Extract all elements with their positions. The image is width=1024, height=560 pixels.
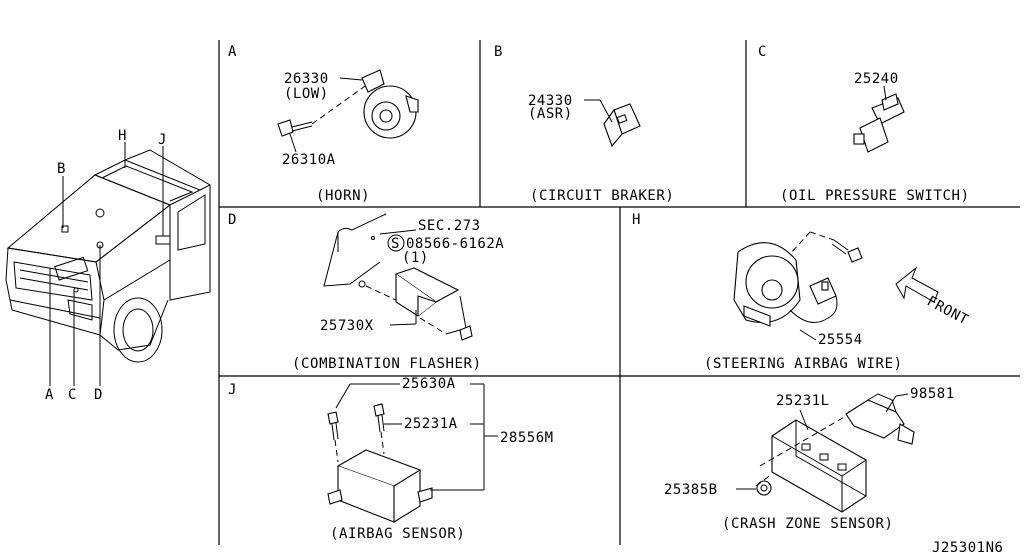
- caption-horn: (HORN): [316, 188, 370, 204]
- part-24330: 24330: [528, 93, 573, 109]
- panel-letter: B: [494, 44, 502, 60]
- part-25385b: 25385B: [664, 482, 718, 498]
- leader-25240: [883, 85, 887, 101]
- panel-letter: J: [228, 382, 236, 398]
- leader-98581-drop: [885, 395, 897, 413]
- panel-letter: H: [632, 212, 640, 228]
- vehicle-callout-leaders: [49, 142, 164, 386]
- leader-26310a: [289, 133, 297, 153]
- s-symbol-icon: [387, 234, 405, 252]
- leader-25554: [799, 329, 817, 341]
- part-25730x: 25730X: [320, 318, 374, 334]
- caption-circuit-braker: (CIRCUIT BRAKER): [530, 188, 674, 204]
- vehicle-overview: B H J A C D: [5, 128, 212, 403]
- steering-airbag-wire-illustration: [733, 239, 939, 327]
- part-25240: 25240: [854, 71, 899, 87]
- part-25231l: 25231L: [776, 393, 830, 409]
- sensor-guide: [755, 415, 847, 487]
- part-asr-note: (ASR): [528, 106, 573, 122]
- horn-illustration: [277, 69, 419, 139]
- leader-sec-273: [379, 229, 417, 235]
- panel-a: A 26330 (LOW) 26310A (HORN): [228, 44, 419, 204]
- circuit-braker-illustration: [603, 103, 641, 148]
- panel-frame: [218, 40, 1020, 545]
- airbag-sensor-illustration: [327, 403, 433, 523]
- panel-crash-zone: 25231L 98581 25385B (CRASH ZONE SENSOR): [664, 386, 955, 532]
- leader-98581: [895, 393, 909, 397]
- leader-26330: [339, 77, 363, 81]
- part-26330: 26330: [284, 71, 329, 87]
- bolt-guide-left: [334, 439, 339, 463]
- part-25231a: 25231A: [404, 416, 458, 432]
- bolt-guide-right: [380, 431, 385, 455]
- leader-25630a: [335, 383, 351, 409]
- horn-bolt-guide: [311, 83, 369, 125]
- panel-d: D SEC.273 S 08566-6162A (1) 25730X (COMB: [228, 212, 504, 372]
- part-25554: 25554: [818, 332, 863, 348]
- qty-note: (1): [402, 250, 429, 266]
- vehicle-callout-j: J: [158, 132, 166, 148]
- part-low-note: (LOW): [284, 86, 329, 102]
- leader-25730x: [389, 323, 417, 326]
- screw-guide: [789, 231, 835, 255]
- leader-08566: [459, 295, 467, 329]
- vehicle-callout-b: B: [57, 161, 65, 177]
- panel-letter: C: [758, 44, 766, 60]
- vehicle-illustration: [5, 149, 212, 363]
- panel-letter: A: [228, 44, 237, 60]
- oil-pressure-switch-illustration: [853, 93, 905, 153]
- front-label: FRONT: [924, 293, 971, 328]
- leader-25231l: [799, 409, 809, 431]
- vehicle-callout-c: C: [68, 387, 76, 403]
- caption-crash-zone-sensor: (CRASH ZONE SENSOR): [722, 516, 894, 532]
- part-98581: 98581: [910, 386, 955, 402]
- combination-flasher-illustration: [323, 213, 473, 341]
- caption-airbag-sensor: (AIRBAG SENSOR): [330, 526, 465, 542]
- caption-combination-flasher: (COMBINATION FLASHER): [292, 356, 482, 372]
- panel-h: H FRONT 25554 (STEERING AIRBAG WIRE): [632, 212, 971, 372]
- s-symbol-letter: S: [391, 236, 400, 252]
- crash-zone-sensor-illustration: [756, 393, 915, 513]
- part-28556m: 28556M: [500, 430, 554, 446]
- panel-j: J 25630A 25231A 28556M (AIRBAG SENSOR): [228, 376, 554, 542]
- vehicle-callout-h: H: [118, 128, 126, 144]
- vehicle-callout-d: D: [94, 387, 102, 403]
- caption-steering-airbag-wire: (STEERING AIRBAG WIRE): [704, 356, 903, 372]
- panel-letter: D: [228, 212, 236, 228]
- panel-c: C 25240 (OIL PRESSURE SWITCH): [758, 44, 970, 204]
- caption-oil-pressure-switch: (OIL PRESSURE SWITCH): [780, 188, 970, 204]
- flasher-mount-guide: [365, 285, 397, 301]
- part-26310a: 26310A: [282, 152, 336, 168]
- leader-24330-drop: [599, 99, 613, 123]
- vehicle-callout-a: A: [45, 387, 54, 403]
- flasher-bolt-guide: [419, 317, 447, 335]
- panel-b: B 24330 (ASR) (CIRCUIT BRAKER): [494, 44, 674, 204]
- ref-sec-273: SEC.273: [418, 218, 481, 234]
- part-08566-6162a: 08566-6162A: [406, 236, 504, 252]
- part-25630a: 25630A: [402, 376, 456, 392]
- diagram-id: J25301N6: [932, 540, 1003, 556]
